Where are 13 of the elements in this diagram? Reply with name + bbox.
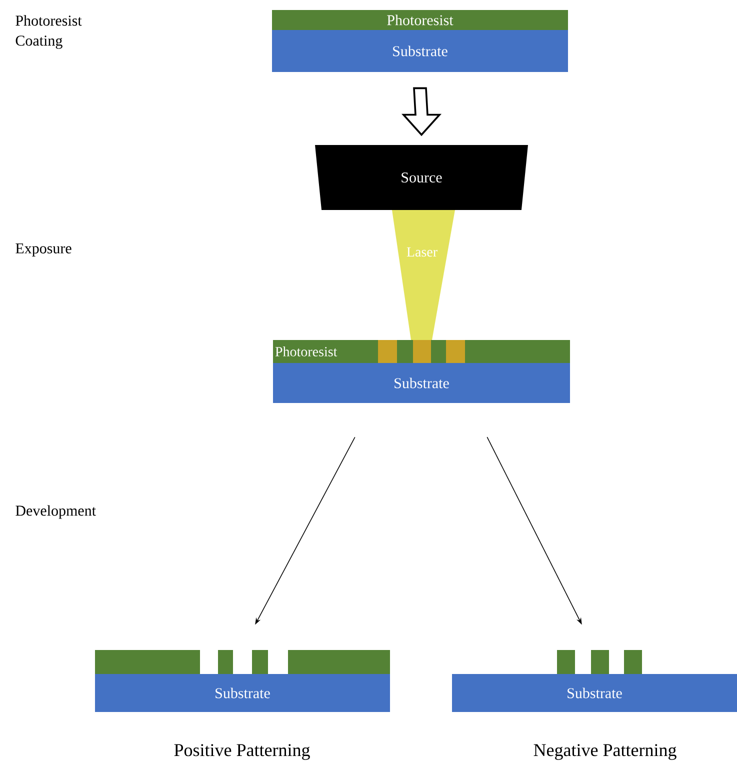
block-arrow [401,87,442,136]
stage-label: Exposure [16,244,72,256]
node-label: Positive Patterning [174,744,310,760]
substrate-layer: Substrate [272,30,568,72]
source-trapezoid: Source [315,145,528,210]
substrate-layer: Substrate [95,674,390,712]
photoresist-layer: Photoresist [272,10,568,30]
node-label: Negative Patterning [534,744,676,760]
substrate-layer: Substrate [452,674,737,712]
laser-beam: Laser [392,210,455,340]
stage-label: Development [16,505,96,519]
stage-label: Photoresist Coating [16,15,82,49]
substrate-layer: Substrate [273,363,570,403]
